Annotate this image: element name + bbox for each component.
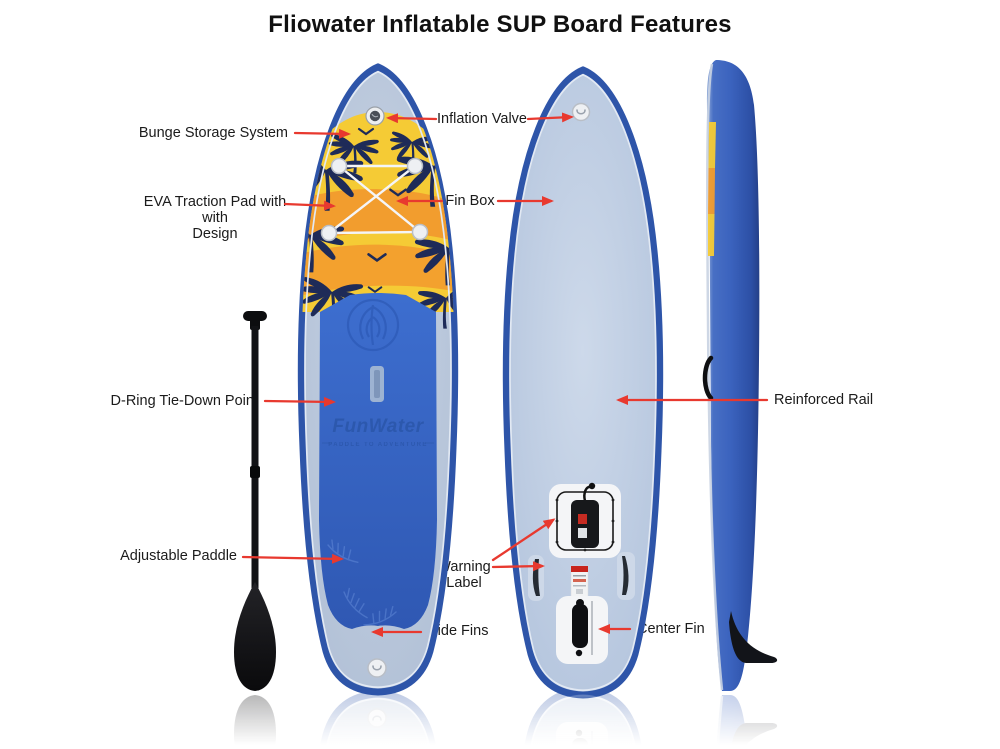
label-inflation-valve: Inflation Valve <box>436 111 527 127</box>
brand-logo: FunWater <box>332 416 424 437</box>
adjustable-paddle <box>234 311 276 691</box>
arrow-adjustable-paddle <box>241 553 344 564</box>
label-eva-line2: with <box>202 210 228 226</box>
pad-watermark-leaves <box>324 538 399 627</box>
warning-sticker-on-finbox <box>578 514 587 524</box>
print-orange-band2 <box>301 244 455 296</box>
print-sliver <box>708 122 716 256</box>
board-front-view: FunWater PADDLE TO ADVENTURE <box>275 67 483 692</box>
label-warning-label: Warning Label <box>414 559 514 591</box>
label-fin-box: Fin Box <box>445 193 495 209</box>
page-title: Fliowater Inflatable SUP Board Features <box>268 11 732 38</box>
palm-leaf-emblem <box>346 298 400 352</box>
inflation-valve-front <box>365 106 385 126</box>
label-d-ring: D-Ring Tie-Down Point <box>110 393 258 409</box>
center-fin <box>556 596 608 664</box>
paddle-shaft <box>251 326 259 588</box>
side-fin-right <box>617 552 635 600</box>
board-side-view <box>702 60 778 691</box>
label-warning-line2: Label <box>446 575 482 591</box>
floor-reflections <box>234 691 777 749</box>
label-adjustable-paddle: Adjustable Paddle <box>120 548 237 564</box>
label-side-fins: Side Fins <box>428 623 489 639</box>
board-back-view <box>506 70 659 695</box>
label-reinforced-rail: Reinforced Rail <box>774 392 874 408</box>
paddle-t-grip <box>243 311 267 321</box>
arrow-d-ring <box>263 396 336 407</box>
inflation-valve-back <box>571 102 591 122</box>
side-view-center-fin <box>729 611 778 663</box>
carry-handle <box>370 366 384 402</box>
bird-glyphs <box>357 127 407 293</box>
bungee-storage <box>320 157 429 242</box>
brand-tagline: PADDLE TO ADVENTURE <box>328 442 428 448</box>
rail-edge-highlight <box>705 63 724 691</box>
paddle-blade <box>234 582 276 691</box>
paddle-clamp <box>250 466 260 478</box>
label-warning-line1: Warning <box>437 559 491 575</box>
print-yellow <box>301 112 455 312</box>
fin-box <box>549 482 621 558</box>
arrow-bungee-storage <box>293 128 351 139</box>
side-carry-handle <box>702 355 714 401</box>
label-bungee-storage: Bunge Storage System <box>138 125 288 141</box>
label-eva-line3: Design <box>192 226 238 242</box>
screw-dots <box>555 490 615 552</box>
label-eva-traction-pad: EVA Traction Pad with with Design <box>112 194 318 242</box>
tail-d-ring <box>367 658 387 678</box>
label-center-fin: Center Fin <box>637 621 705 637</box>
arrow-warning-label-up <box>491 518 556 562</box>
side-fin-left <box>528 555 544 601</box>
label-eva-line1: EVA Traction Pad with <box>143 194 287 210</box>
warning-label-sticker <box>570 565 589 598</box>
